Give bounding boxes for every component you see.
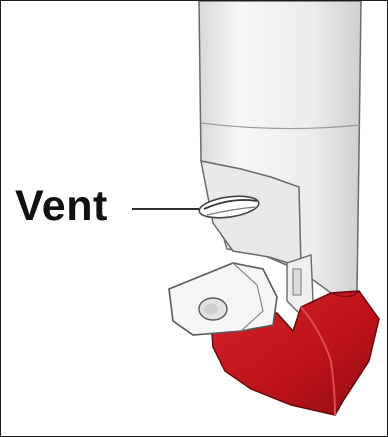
mouthpiece <box>169 263 277 335</box>
connector-slot <box>293 269 301 295</box>
vent-label: Vent <box>15 185 108 228</box>
